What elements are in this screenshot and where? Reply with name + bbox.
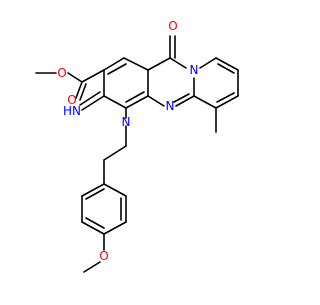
bond — [103, 221, 127, 235]
bond — [85, 188, 105, 200]
bond — [169, 57, 187, 69]
bond — [125, 91, 145, 103]
structure-canvas: O O O N HN N N O — [35, 19, 239, 273]
bond — [79, 83, 87, 101]
bond — [85, 217, 105, 229]
bond — [103, 95, 127, 109]
bond — [103, 57, 125, 71]
bond — [75, 81, 83, 99]
bond — [123, 57, 149, 71]
bond — [83, 261, 101, 273]
atom-labels: O O O N HN N N O — [57, 19, 198, 263]
bond — [173, 93, 190, 103]
atom-label-ketone-O: O — [168, 19, 177, 33]
bond — [81, 183, 105, 197]
bond — [217, 63, 235, 74]
molecule-structure: O O O N HN N N O — [35, 19, 239, 273]
bond — [81, 69, 105, 83]
atom-label-methoxy-O: O — [99, 249, 108, 263]
bond — [103, 145, 127, 161]
bond — [103, 183, 127, 197]
bond — [216, 92, 235, 103]
bond — [147, 57, 171, 71]
atom-label-ester-O-ether: O — [57, 66, 66, 80]
bond — [81, 221, 105, 235]
bond — [193, 95, 217, 109]
bond — [107, 63, 127, 75]
bond — [125, 95, 149, 109]
atom-label-N-fused: N — [190, 63, 199, 77]
bond — [147, 95, 165, 107]
bond — [215, 95, 239, 109]
atom-label-N-imine-ring: N — [166, 99, 175, 113]
bond — [67, 72, 83, 83]
bond — [81, 95, 105, 111]
bonds — [35, 35, 239, 273]
atom-label-ester-O-carbonyl: O — [67, 93, 76, 107]
atom-label-imine: HN — [63, 104, 81, 118]
bond — [175, 95, 195, 107]
bond — [79, 91, 101, 106]
bond — [199, 57, 217, 69]
atom-label-N-amine: N — [122, 115, 131, 129]
bond — [215, 57, 239, 71]
